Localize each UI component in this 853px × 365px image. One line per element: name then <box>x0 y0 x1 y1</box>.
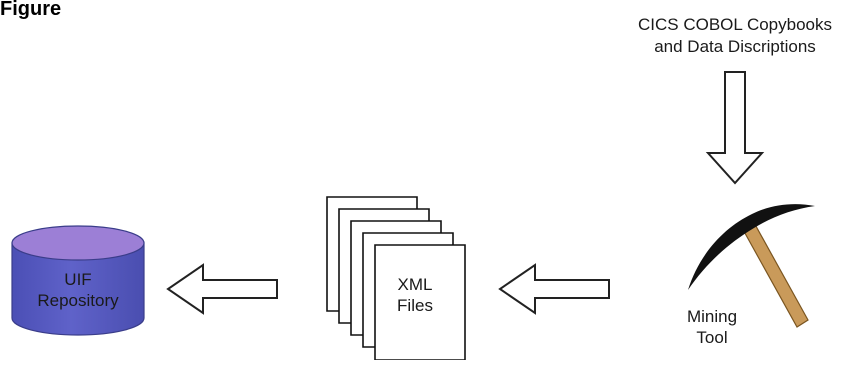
mining-tool-label-line1: Mining <box>687 307 737 326</box>
pickaxe-icon <box>688 204 815 328</box>
figure-heading-label: Figure <box>0 0 62 20</box>
source-label: CICS COBOL Copybooks and Data Discriptio… <box>638 15 832 56</box>
xml-files-label-line1: XML <box>398 275 433 294</box>
arrow-xml-to-repository <box>166 263 278 315</box>
figure-heading: Figure <box>0 0 260 22</box>
cylinder-body <box>11 242 145 336</box>
source-label-line2: and Data Discriptions <box>654 37 816 56</box>
pickaxe-head <box>688 204 815 290</box>
repository-label-line1: UIF <box>64 270 91 289</box>
pickaxe-handle <box>740 218 809 328</box>
xml-files-stack: XML Files <box>326 196 466 361</box>
arrow-source-to-tool <box>705 71 765 185</box>
mining-tool-label-line2: Tool <box>696 328 727 347</box>
repository-label-line2: Repository <box>37 291 119 310</box>
source-label-line1: CICS COBOL Copybooks <box>638 15 832 34</box>
uif-repository: UIF Repository <box>11 225 145 336</box>
arrow-tool-to-xml <box>498 263 610 315</box>
database-icon <box>11 225 145 336</box>
cylinder-top <box>11 225 145 261</box>
mining-tool: Mining Tool <box>687 204 815 347</box>
xml-files-label-line2: Files <box>397 296 433 315</box>
